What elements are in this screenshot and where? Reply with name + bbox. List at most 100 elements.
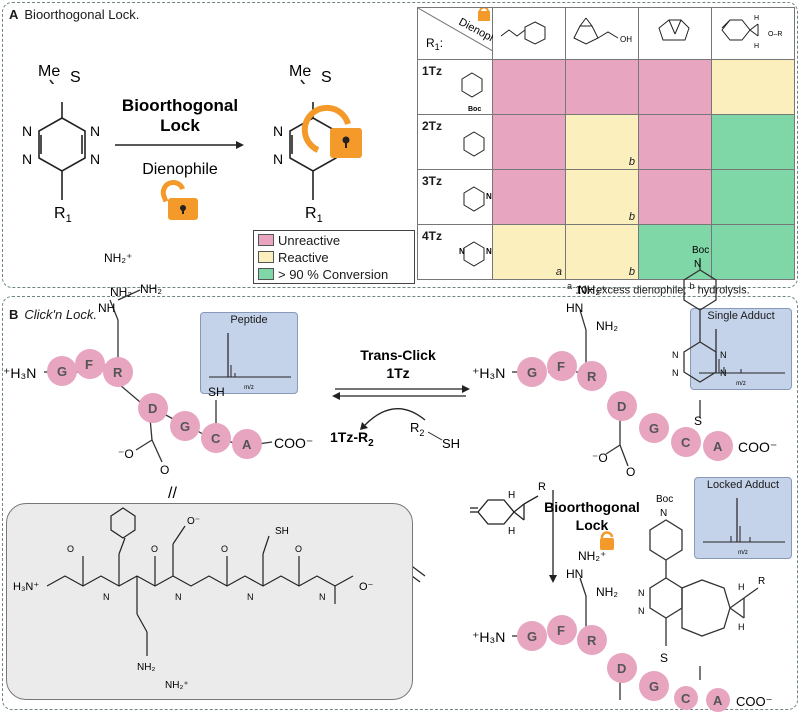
svg-text:D: D (617, 661, 626, 676)
open-lock-icon (160, 180, 198, 220)
arrow-bottom-label: Dienophile (142, 161, 218, 178)
svg-text:N: N (459, 247, 465, 256)
svg-text:H: H (508, 490, 515, 501)
table-cell (492, 59, 566, 115)
svg-text:D: D (617, 399, 626, 414)
peptide-skeletal-structure: H₃N⁺ O⁻ SH O⁻ NH₂ NH₂⁺ N N N N O O O O (13, 507, 374, 691)
svg-text:⁺H₃N: ⁺H₃N (472, 629, 505, 645)
svg-text:m/z: m/z (736, 381, 746, 387)
svg-text:m/z: m/z (738, 550, 748, 556)
svg-text:COO⁻: COO⁻ (738, 439, 777, 455)
svg-text:O: O (295, 544, 302, 554)
n-label: N (22, 123, 32, 139)
svg-text:D: D (148, 401, 157, 416)
bcn-reagent (470, 495, 539, 525)
bioorthogonal-lock-step: Bioorthogonal Lock R H H (470, 481, 640, 583)
svg-text:N: N (486, 247, 492, 256)
table-cell: b (565, 169, 639, 225)
svg-text:A: A (242, 437, 252, 452)
svg-text:NH₂: NH₂ (137, 662, 155, 673)
svg-text:O: O (221, 544, 228, 554)
svg-text:HN: HN (566, 301, 583, 315)
table-cell (711, 169, 795, 225)
trans-click-equilibrium: Trans-Click 1Tz 1Tz-R2 R2 SH (330, 347, 470, 451)
arrow-top-label-2: Lock (160, 116, 200, 135)
svg-text:COO⁻: COO⁻ (274, 435, 313, 451)
svg-text:N: N (247, 592, 254, 602)
equivalence-mark: // (168, 485, 177, 502)
svg-text:H: H (738, 622, 745, 632)
svg-text:O: O (151, 544, 158, 554)
residue-chain-left: G F R D G C A (47, 349, 262, 459)
table-cell (711, 114, 795, 170)
norbornadiene-structure (658, 19, 690, 41)
svg-text:A: A (713, 693, 723, 708)
methyl-label: Me (289, 63, 311, 80)
r1-label: R1 (54, 205, 72, 225)
residue-chain-right: G F R D G C A (517, 351, 733, 461)
svg-text:F: F (557, 623, 565, 638)
methyl-label: Me (38, 63, 60, 80)
svg-text:N: N (638, 588, 645, 598)
svg-text:N: N (694, 259, 701, 270)
svg-text:N: N (720, 368, 727, 378)
phenyl-structure (463, 131, 485, 157)
svg-text:S: S (660, 651, 668, 665)
table-cell (638, 169, 712, 225)
svg-text:R: R (587, 369, 597, 384)
svg-text:R: R (538, 481, 546, 493)
sulfur-label: S (70, 69, 81, 86)
svg-text:G: G (57, 364, 67, 379)
pyridine-structure: N (463, 186, 492, 212)
svg-text:H: H (738, 582, 745, 592)
legend: Unreactive Reactive > 90 % Conversion (253, 230, 415, 284)
reactivity-table: Dienophile R1: (417, 7, 795, 282)
closed-lock-icon (301, 104, 362, 158)
svg-text:⁻O: ⁻O (118, 447, 134, 461)
table-cell (492, 114, 566, 170)
thiol-label: R2 (410, 420, 424, 438)
svg-text:G: G (527, 629, 537, 644)
svg-text:N: N (672, 368, 679, 378)
svg-text:O: O (160, 463, 169, 477)
svg-text:H₃N⁺: H₃N⁺ (13, 581, 39, 593)
svg-text:N: N (486, 192, 492, 201)
peptide-locked-adduct: ⁺H₃N G F R D G C A COO⁻ S N Boc N N R H … (472, 494, 772, 712)
vinyl-ether-structure (500, 21, 546, 45)
svg-text:Boc: Boc (656, 494, 673, 505)
svg-text:A: A (713, 439, 723, 454)
svg-text:NH₂⁺: NH₂⁺ (578, 283, 606, 297)
tetrazine-reactant (38, 79, 86, 200)
r1-label: R1 (305, 205, 323, 225)
row-header-1tz: 1Tz Boc (417, 59, 493, 115)
table-footnote: a 10x excess dienophile; b hydrolysis. (567, 281, 750, 297)
svg-text:NH: NH (98, 301, 115, 315)
svg-text:C: C (681, 691, 691, 706)
table-cell: b (565, 224, 639, 280)
svg-text:⁺H₃N: ⁺H₃N (472, 365, 505, 381)
table-cell: b (565, 114, 639, 170)
svg-text:SH: SH (208, 385, 225, 399)
svg-text:F: F (85, 357, 93, 372)
svg-text:NH₂: NH₂ (110, 285, 132, 299)
svg-text:SH: SH (442, 436, 460, 451)
n-label: N (90, 123, 100, 139)
sulfur-label: S (321, 69, 332, 86)
svg-text:N: N (319, 592, 326, 602)
legend-item: > 90 % Conversion (258, 266, 414, 282)
svg-text:NH₂⁺: NH₂⁺ (165, 680, 189, 691)
svg-text:N: N (175, 592, 182, 602)
row-header-3tz: 3Tz N (417, 169, 493, 225)
svg-text:O–R: O–R (768, 31, 782, 38)
svg-text:G: G (180, 419, 190, 434)
svg-text:O⁻: O⁻ (359, 581, 374, 593)
svg-text:O: O (67, 544, 74, 554)
svg-text:NH₂: NH₂ (596, 585, 618, 599)
svg-text:G: G (649, 421, 659, 436)
svg-text:Lock: Lock (576, 517, 609, 533)
panel-a-scheme: Me S N N N N R1 Bioorthogonal Lock Dieno… (22, 63, 362, 225)
svg-text:N: N (103, 592, 110, 602)
svg-text:N: N (720, 350, 727, 360)
dienophile-norbornadiene (638, 7, 712, 60)
